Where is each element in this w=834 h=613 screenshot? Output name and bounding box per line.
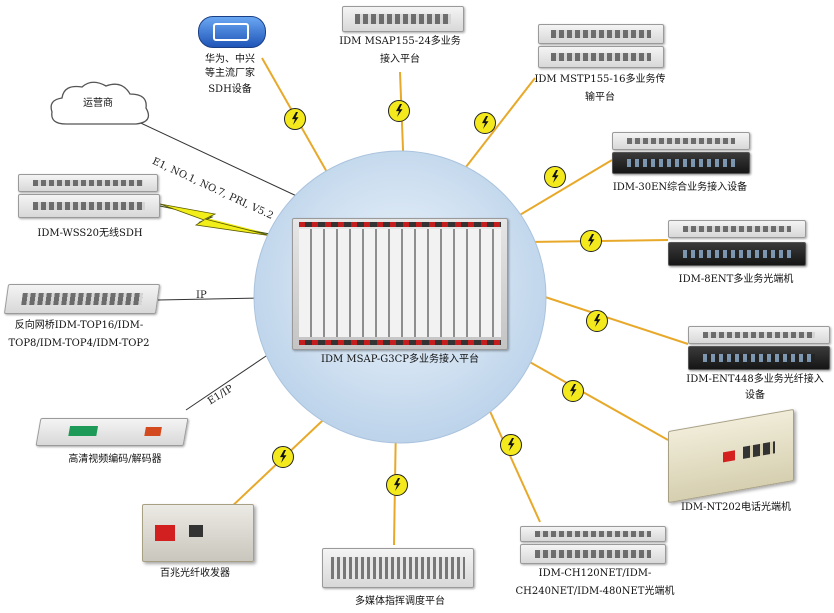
multimedia-device-icon	[322, 548, 474, 588]
node-top-label-1: 反向网桥IDM-TOP16/IDM-	[14, 320, 144, 331]
node-sdh-label-1: 华为、中兴	[205, 54, 255, 65]
node-carrier-label: 运营商	[83, 98, 113, 109]
node-ch120-label-1: IDM-CH120NET/IDM-	[538, 568, 652, 579]
node-top-label-2: TOP8/IDM-TOP4/IDM-TOP2	[8, 338, 150, 349]
lightning-bolt-icon	[544, 166, 566, 188]
link-nt202	[511, 351, 669, 441]
lightning-bolt-icon	[500, 434, 522, 456]
ent448-device-icon-1	[688, 326, 830, 344]
node-idm30en-label: IDM-30EN综合业务接入设备	[612, 182, 748, 193]
node-sdh-label-3: SDH设备	[208, 84, 252, 95]
msap155-device-icon	[342, 6, 464, 32]
node-sdh-label-2: 等主流厂家	[205, 68, 255, 79]
node-msap155-label-1: IDM MSAP155-24多业务	[339, 36, 461, 47]
node-ch120-label-2: CH240NET/IDM-480NET光端机	[515, 586, 675, 597]
node-mstp155-label-1: IDM MSTP155-16多业务传	[534, 74, 666, 85]
link-ch120	[483, 397, 541, 523]
idm8ent-device-icon-2	[668, 242, 806, 266]
lightning-bolt-icon	[388, 100, 410, 122]
node-ent448-label-1: IDM-ENT448多业务光纤接入	[686, 374, 824, 385]
node-msap155-label-2: 接入平台	[380, 54, 420, 65]
ch120-device-icon-2	[520, 544, 666, 564]
idm8ent-device-icon-1	[668, 220, 806, 238]
node-mstp155-label-2: 输平台	[585, 92, 615, 103]
center-label: IDM MSAP-G3CP多业务接入平台	[321, 354, 479, 365]
transceiver-device-icon	[142, 504, 254, 562]
top-device-icon	[3, 284, 161, 314]
idm30en-device-icon-2	[612, 152, 750, 174]
cloud-icon	[50, 81, 150, 125]
link-carrier	[129, 117, 319, 207]
node-ent448-label-2: 设备	[745, 390, 765, 401]
node-transceiver-label: 百兆光纤收发器	[160, 568, 230, 579]
wss20-device-icon-1	[18, 174, 158, 192]
link-ent448	[529, 291, 689, 345]
node-wss20-label: IDM-WSS20无线SDH	[37, 228, 143, 239]
node-idm8ent-label: IDM-8ENT多业务光端机	[678, 274, 794, 285]
center-chassis-icon	[292, 218, 508, 350]
ch120-device-icon-1	[520, 526, 666, 542]
node-nt202-label: IDM-NT202电话光端机	[680, 502, 792, 513]
mstp155-device-icon-1	[538, 24, 664, 44]
wss20-device-icon-2	[18, 194, 160, 218]
idm30en-device-icon-1	[612, 132, 750, 150]
link-idm30en	[507, 159, 613, 223]
lightning-bolt-icon	[562, 380, 584, 402]
mstp155-device-icon-2	[538, 46, 664, 68]
lightning-bolt-icon	[580, 230, 602, 252]
sdh-network-icon	[198, 16, 266, 48]
link-codec	[185, 351, 273, 411]
lightning-bolt-icon	[386, 474, 408, 496]
video-codec-icon	[35, 418, 189, 446]
node-codec-label: 高清视频编码/解码器	[68, 454, 162, 465]
edge-label-top: IP	[196, 290, 207, 301]
link-top	[157, 297, 263, 301]
lightning-bolt-icon	[474, 112, 496, 134]
node-multimedia-label: 多媒体指挥调度平台	[355, 596, 445, 607]
lightning-bolt-icon	[284, 108, 306, 130]
lightning-bolt-icon	[586, 310, 608, 332]
lightning-bolt-icon	[272, 446, 294, 468]
ent448-device-icon-2	[688, 346, 830, 370]
